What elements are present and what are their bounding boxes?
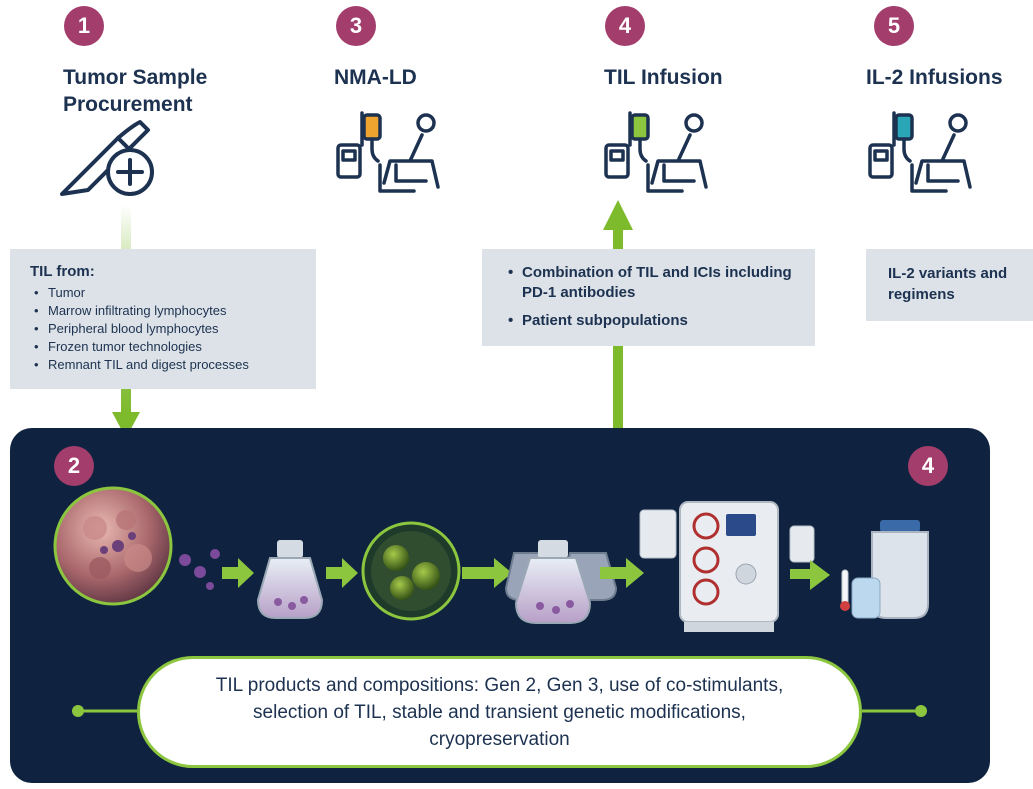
step-5-title: IL-2 Infusions (866, 66, 1003, 89)
til-sources-list: Tumor Marrow infiltrating lymphocytes Pe… (30, 284, 316, 374)
tumor-illustration (53, 486, 173, 606)
cell-processor-illustration (639, 501, 815, 632)
til-infusion-list: Combination of TIL and ICIs including PD… (504, 263, 799, 331)
down-arrow-head (112, 412, 140, 438)
cryo-storage-illustration (840, 520, 929, 619)
step-4-badge: 4 (605, 6, 645, 46)
flask-cluster-illustration (504, 540, 618, 624)
list-item: Frozen tumor technologies (34, 338, 316, 356)
infusion-chair-icon (604, 111, 708, 193)
process-arrow-2 (326, 558, 358, 588)
list-item: Marrow infiltrating lymphocytes (34, 302, 316, 320)
up-arrow-head (603, 200, 633, 230)
list-item: Remnant TIL and digest processes (34, 356, 316, 374)
caption-connectors (72, 705, 927, 717)
lymphocytes-illustration (179, 549, 233, 590)
products-caption-text: TIL products and compositions: Gen 2, Ge… (215, 674, 784, 750)
step-4-return-badge: 4 (908, 446, 948, 486)
expanded-cells-illustration (361, 521, 461, 621)
process-arrow-5 (790, 560, 830, 590)
step-3-badge: 3 (336, 6, 376, 46)
il2-box: IL-2 variants and regimens (866, 249, 1033, 321)
step-1-title: Tumor Sample Procurement (63, 66, 208, 116)
til-infusion-box: Combination of TIL and ICIs including PD… (482, 249, 815, 346)
step-3-title: NMA-LD (334, 66, 417, 89)
process-arrow-3 (462, 558, 512, 588)
step-4-title: TIL Infusion (604, 66, 723, 89)
list-item: Peripheral blood lymphocytes (34, 320, 316, 338)
list-item: Tumor (34, 284, 316, 302)
culture-flask-illustration (256, 540, 324, 619)
infusion-chair-icon (868, 111, 972, 193)
step-1-badge: 1 (64, 6, 104, 46)
products-caption: TIL products and compositions: Gen 2, Ge… (137, 656, 862, 768)
manufacturing-illustration (53, 486, 929, 717)
list-item: Combination of TIL and ICIs including PD… (508, 263, 799, 303)
step-2-badge: 2 (54, 446, 94, 486)
process-arrow-1 (222, 558, 254, 588)
til-sources-title: TIL from: (30, 263, 95, 280)
infusion-chair-icon (336, 111, 440, 193)
scalpel-icon (60, 120, 154, 196)
il2-text: IL-2 variants and regimens (888, 265, 1008, 303)
step-5-badge: 5 (874, 6, 914, 46)
til-sources-box: TIL from: Tumor Marrow infiltrating lymp… (10, 249, 316, 389)
list-item: Patient subpopulations (508, 311, 799, 331)
process-arrow-4 (600, 558, 644, 588)
